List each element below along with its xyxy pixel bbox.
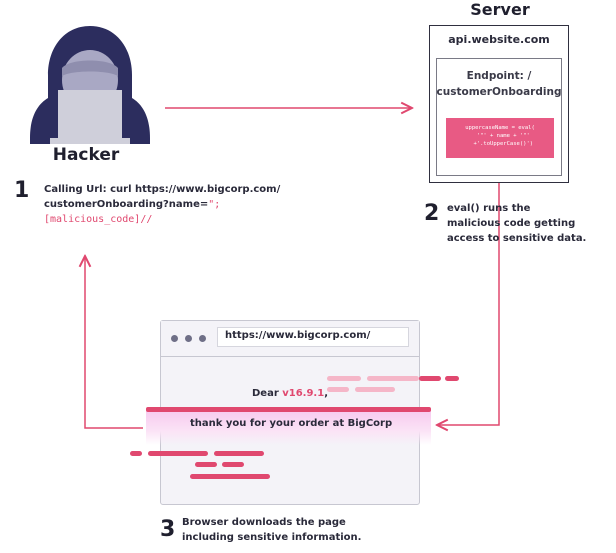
greeting-line: Dear v16.9.1, <box>160 388 420 399</box>
placeholder-bar <box>190 474 270 479</box>
placeholder-bar <box>327 376 361 381</box>
leaked-version: v16.9.1 <box>282 388 325 399</box>
server-host: api.website.com <box>448 33 550 46</box>
step-3-line-1: Browser downloads the page <box>182 517 346 528</box>
browser-dot-icon <box>185 335 192 342</box>
step-1-text: Calling Url: curl https://www.bigcorp.co… <box>44 182 324 227</box>
arrow-server-to-browser <box>437 160 500 425</box>
server-title: Server <box>470 0 530 19</box>
endpoint-label: Endpoint: / customerOnboarding <box>436 68 562 100</box>
browser-dot-icon <box>199 335 206 342</box>
leak-highlight-line <box>146 407 431 412</box>
step-1-line-1: Calling Url: curl https://www.bigcorp.co… <box>44 184 281 195</box>
placeholder-bar <box>130 451 142 456</box>
placeholder-bar <box>222 462 244 467</box>
placeholder-bar <box>445 376 459 381</box>
thanks-line: thank you for your order at BigCorp <box>190 418 393 429</box>
browser-dot-icon <box>171 335 178 342</box>
leak-glow <box>146 410 431 445</box>
placeholder-bar <box>327 387 349 392</box>
placeholder-bar <box>214 451 264 456</box>
placeholder-bar <box>419 376 441 381</box>
step-1-number: 1 <box>14 178 30 203</box>
hacker-icon <box>30 26 150 144</box>
placeholder-bar <box>355 387 395 392</box>
placeholder-bar <box>195 462 217 467</box>
step-2-line-3: access to sensitive data. <box>447 233 587 244</box>
placeholder-bar <box>148 451 208 456</box>
step-2-line-2: malicious code getting <box>447 218 576 229</box>
step-2-number: 2 <box>424 201 440 226</box>
step-1-line-2: customerOnboarding?name=";[malicious_cod… <box>44 197 324 227</box>
greeting-suffix: , <box>324 388 328 399</box>
step-3-number: 3 <box>160 517 176 542</box>
address-bar-url: https://www.bigcorp.com/ <box>225 330 371 341</box>
code-snippet: uppercaseName = eval( '"' + name + '"' +… <box>465 125 535 147</box>
step-3-text: Browser downloads the page including sen… <box>182 515 382 545</box>
arrow-browser-to-hacker <box>85 256 143 429</box>
step-1-query: customerOnboarding?name= <box>44 199 209 210</box>
step-2-text: eval() runs the malicious code getting a… <box>447 201 612 246</box>
placeholder-bar <box>367 376 419 381</box>
laptop-icon <box>58 90 122 138</box>
code-snippet-box <box>446 118 554 158</box>
endpoint-line-1: Endpoint: / <box>466 70 532 82</box>
greeting-prefix: Dear <box>251 388 283 399</box>
hacker-label: Hacker <box>52 145 120 165</box>
step-2-line-1: eval() runs the <box>447 203 531 214</box>
address-bar[interactable] <box>217 327 409 347</box>
step-3-line-2: including sensitive information. <box>182 532 362 543</box>
malicious-payload: ";[malicious_code]// <box>44 199 221 225</box>
endpoint-line-2: customerOnboarding <box>436 86 562 98</box>
